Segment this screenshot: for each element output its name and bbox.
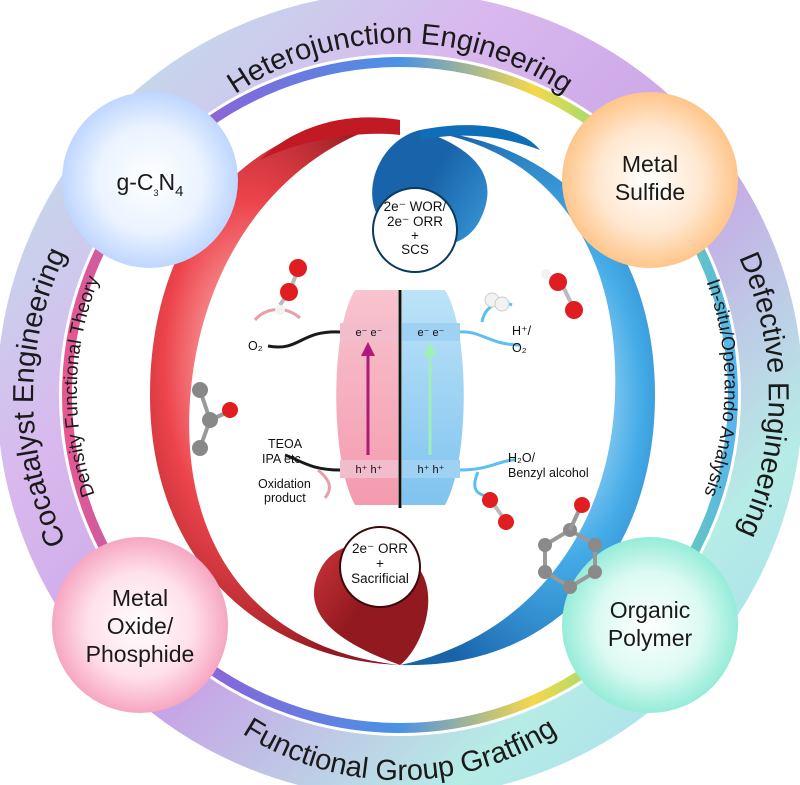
band-diagram: e⁻ e⁻ h⁺ h⁺ e⁻ e⁻ h⁺ h⁺ xyxy=(336,290,464,508)
blue-swirl xyxy=(372,130,655,666)
label-ipa: IPA etc. xyxy=(262,452,304,466)
right-cb-box xyxy=(402,323,460,341)
circle-metal-sulfide-line1: Metal xyxy=(622,151,678,177)
circle-metal-sulfide-line2: Sulfide xyxy=(615,179,685,205)
circle-metal-oxide-line2: Oxide/ xyxy=(107,613,174,639)
left-cb-box xyxy=(340,323,398,341)
left-vb-box xyxy=(340,460,398,478)
circle-metal-sulfide: Metal Sulfide xyxy=(562,92,738,268)
label-o2-right: O₂ xyxy=(512,341,527,355)
right-band-shape xyxy=(402,290,464,505)
bubble-bottom-line2: + xyxy=(376,556,384,571)
left-cb-label: e⁻ e⁻ xyxy=(356,327,383,339)
circle-metal-oxide-line1: Metal xyxy=(112,585,168,611)
label-h-plus: H⁺/ xyxy=(512,324,532,338)
left-excitation-arrowhead xyxy=(361,342,375,356)
circle-metal-oxide-line3: Phosphide xyxy=(86,641,195,667)
right-cb-label: e⁻ e⁻ xyxy=(418,327,445,339)
bubble-bottom-line3: Sacrificial xyxy=(351,571,409,586)
o2-reduction-curve xyxy=(267,330,341,349)
isopropanol-molecule-icon xyxy=(192,382,238,456)
oxidation-arrow xyxy=(317,468,331,499)
label-oxidation-line2: product xyxy=(264,491,306,505)
circle-g-c3n4: g-C3N4 xyxy=(62,92,238,268)
bubble-bottom-line1: 2e⁻ ORR xyxy=(352,541,408,556)
bubble-top-line4: SCS xyxy=(401,242,429,257)
label-teoa: TEOA xyxy=(268,437,303,451)
bubble-top: 2e⁻ WOR/ 2e⁻ ORR + SCS xyxy=(372,187,458,273)
h-o2-curve xyxy=(459,330,521,347)
bubble-top-line1: 2e⁻ WOR/ xyxy=(384,199,447,214)
teoa-curve xyxy=(284,453,341,472)
label-benzyl-alcohol: Benzyl alcohol xyxy=(508,466,589,480)
right-vb-box xyxy=(402,460,460,478)
circle-metal-oxide: Metal Oxide/ Phosphide xyxy=(52,537,228,713)
circle-organic-polymer-line2: Polymer xyxy=(608,625,693,651)
h2o2-molecule-bottom-icon xyxy=(482,492,514,530)
circle-g-c3n4-label: g-C3N4 xyxy=(116,169,183,200)
right-excitation-arrowhead xyxy=(423,342,437,356)
red-swirl-tip xyxy=(260,117,400,160)
right-vb-label: h⁺ h⁺ xyxy=(418,464,445,476)
bubble-top-line2: 2e⁻ ORR xyxy=(387,214,443,229)
circle-organic-polymer-line1: Organic xyxy=(610,597,691,623)
label-o2-left: O₂ xyxy=(248,339,263,353)
label-h2o: H₂O/ xyxy=(508,451,536,465)
h2-molecule-icon xyxy=(484,292,510,312)
bubble-top-line3: + xyxy=(411,228,419,243)
label-oxidation-line1: Oxidation xyxy=(258,477,311,491)
h2o2-molecule-right-icon xyxy=(541,269,583,319)
h2o2-molecule-left-icon xyxy=(275,259,307,315)
circle-organic-polymer: Organic Polymer xyxy=(562,537,738,713)
bubble-bottom: 2e⁻ ORR + Sacrificial xyxy=(339,526,421,608)
left-vb-label: h⁺ h⁺ xyxy=(356,464,383,476)
benzaldehyde-molecule-icon xyxy=(538,497,602,594)
blue-swirl-tip xyxy=(420,125,540,150)
h2o-curve xyxy=(459,458,516,472)
red-swirl xyxy=(150,119,429,665)
inner-color-ring xyxy=(62,57,738,733)
